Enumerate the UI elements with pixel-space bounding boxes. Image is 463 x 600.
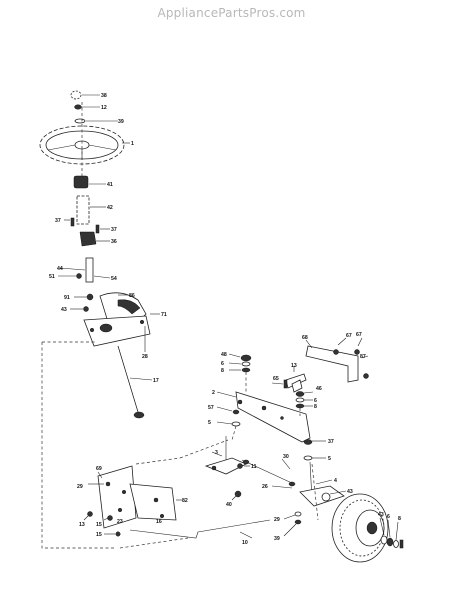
callout-label: 36 xyxy=(111,239,117,245)
callout-label: 3 xyxy=(215,450,218,456)
callout-label: 57 xyxy=(208,405,214,411)
callout-label: 8 xyxy=(221,368,224,374)
steering-rod xyxy=(129,519,271,539)
callout-label: 8 xyxy=(398,516,401,522)
callout-label: 15 xyxy=(96,532,102,538)
callout-label: 87 xyxy=(360,354,366,360)
callout-label: 26 xyxy=(262,484,268,490)
callout-label: 15 xyxy=(96,522,102,528)
callout-label: 65 xyxy=(273,376,279,382)
callout-label: 6 xyxy=(221,361,224,367)
washer-part xyxy=(74,118,86,124)
callout-label: 28 xyxy=(142,354,148,360)
callout-label: 42 xyxy=(107,205,113,211)
steering-bracket xyxy=(83,315,151,347)
shaft-part xyxy=(85,257,94,283)
callout-label: 37 xyxy=(55,218,61,224)
tie-rod xyxy=(241,459,296,487)
callout-label: 54 xyxy=(111,276,117,282)
callout-label: 67 xyxy=(346,333,352,339)
callout-label: 86 xyxy=(129,293,135,299)
pivot-tube xyxy=(285,373,307,389)
callout-label: 29 xyxy=(77,484,83,490)
callout-label: 29 xyxy=(274,517,280,523)
right-spindle xyxy=(299,461,345,507)
callout-label: 44 xyxy=(57,266,63,272)
adapter-part xyxy=(73,175,89,189)
pitman-bracket xyxy=(97,465,177,529)
callout-label: 48 xyxy=(221,352,227,358)
callout-label: 38 xyxy=(101,93,107,99)
steering-wheel xyxy=(39,125,125,165)
callout-label: 82 xyxy=(182,498,188,504)
bushing-part xyxy=(76,195,90,225)
watermark: AppliancePartsPros.com xyxy=(157,6,306,20)
callout-label: 37 xyxy=(328,439,334,445)
callout-label: 5 xyxy=(328,456,331,462)
callout-label: 69 xyxy=(96,466,102,472)
callout-label: 43 xyxy=(61,307,67,313)
bracket-part xyxy=(79,231,97,247)
callout-label: 4 xyxy=(334,478,337,484)
callout-label: 41 xyxy=(107,182,113,188)
callout-label: 40 xyxy=(226,502,232,508)
callout-label: 8 xyxy=(314,404,317,410)
callout-label: 23 xyxy=(117,519,123,525)
callout-label: 37 xyxy=(111,227,117,233)
drag-link xyxy=(117,345,145,419)
callout-label: 6 xyxy=(387,514,390,520)
callout-label: 13 xyxy=(291,363,297,369)
callout-label: 39 xyxy=(118,119,124,125)
nut-part xyxy=(74,104,82,110)
left-spindle xyxy=(204,436,247,475)
callout-label: 71 xyxy=(161,312,167,318)
callout-label: 13 xyxy=(79,522,85,528)
callout-label: 2 xyxy=(212,390,215,396)
callout-label: 11 xyxy=(251,464,257,470)
callout-label: 67 xyxy=(356,332,362,338)
steering-gear xyxy=(99,292,147,323)
callout-label: 16 xyxy=(156,519,162,525)
callout-label: 43 xyxy=(347,489,353,495)
mount-bracket xyxy=(305,345,359,383)
callout-label: 17 xyxy=(153,378,159,384)
callout-label: 1 xyxy=(131,141,134,147)
callout-label: 51 xyxy=(49,274,55,280)
callout-label: 46 xyxy=(316,386,322,392)
callout-label: 5 xyxy=(208,420,211,426)
callout-label: 12 xyxy=(101,105,107,111)
callout-label: 43 xyxy=(378,512,384,518)
callout-label: 68 xyxy=(302,335,308,341)
callout-label: 39 xyxy=(274,536,280,542)
callout-label: 91 xyxy=(64,295,70,301)
callout-label: 30 xyxy=(283,454,289,460)
cap-part xyxy=(70,90,82,100)
front-wheel xyxy=(331,493,389,563)
callout-label: 10 xyxy=(242,540,248,546)
callout-label: 6 xyxy=(314,398,317,404)
